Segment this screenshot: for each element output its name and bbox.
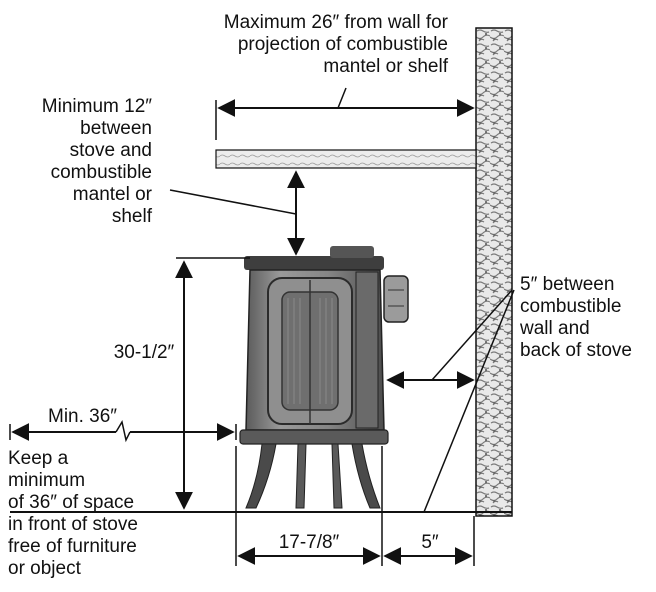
mantel-max-label: Maximum 26″ from wall for projection of … (223, 12, 448, 77)
stove-illustration (239, 246, 409, 509)
width-dimension (235, 446, 475, 566)
combustible-wall (475, 27, 513, 517)
back-clearance-dimension (386, 289, 515, 513)
front-clearance-dimension (9, 420, 237, 443)
width-label: 17-7/8″ (266, 532, 352, 554)
front-min-label: Min. 36″ (48, 406, 118, 427)
mantel-clearance-dimension (169, 170, 305, 256)
mantel-projection-dimension (215, 87, 475, 140)
height-dimension (175, 257, 250, 510)
front-clearance-note: Keep a minimum of 36″ of space in front … (8, 448, 138, 579)
mantel-shelf (215, 149, 477, 169)
height-label: 30-1/2″ (106, 342, 182, 364)
back-clearance-label: 5″ between combustible wall and back of … (520, 274, 632, 361)
wall-gap-label: 5″ (412, 532, 448, 554)
mantel-min-label: Minimum 12″ between stove and combustibl… (41, 96, 152, 227)
